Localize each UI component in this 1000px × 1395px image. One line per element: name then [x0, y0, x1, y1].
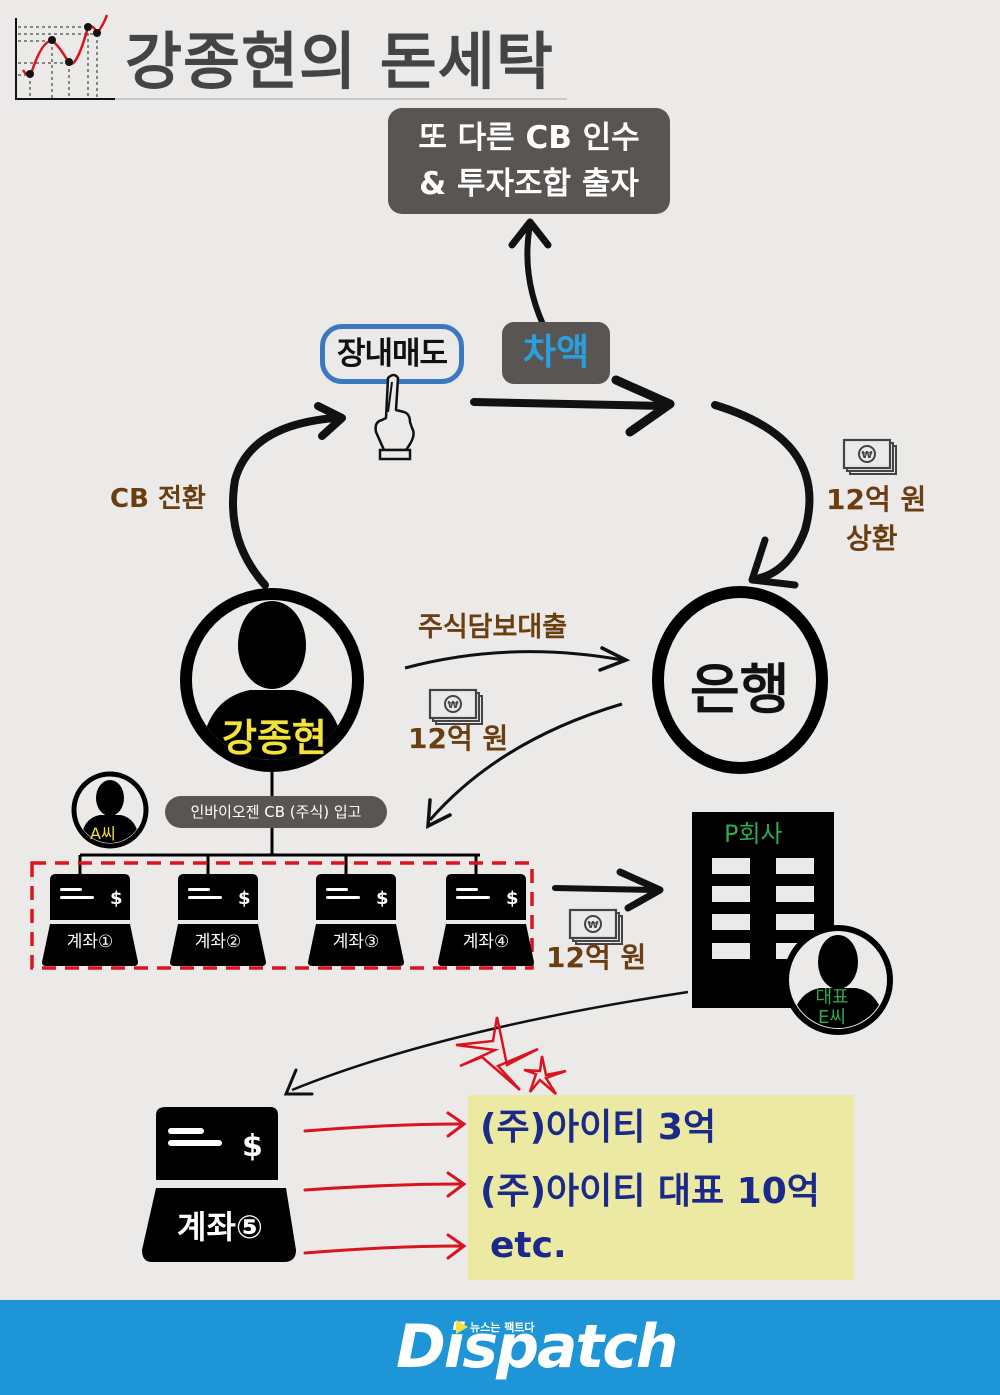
- person-avatar-ceo: [783, 925, 893, 1035]
- logo-triangle-icon: [456, 1320, 468, 1334]
- logo-tagline: 뉴스는 팩트다: [470, 1321, 535, 1334]
- cb-conversion-label: CB 전환: [110, 484, 206, 514]
- arrow-sell-to-right: [470, 375, 675, 437]
- account-label-1: 계좌①: [66, 932, 114, 952]
- page-title: 강종현의 돈세탁: [125, 25, 554, 98]
- arrow-stock-loan: [404, 646, 631, 672]
- recipients-highlight: [468, 1095, 854, 1280]
- loan-amount-label: 12억 원: [408, 722, 509, 755]
- deposit-label: 인바이오젠 CB (주식) 입고: [165, 796, 387, 828]
- ceo-label: 대표 E씨: [812, 988, 852, 1028]
- arrow-cb-conversion: [229, 402, 346, 589]
- title-divider: [115, 98, 567, 100]
- arrow-repay-to-bank: [711, 401, 814, 589]
- person-name-kang: 강종현: [222, 716, 327, 760]
- account-label-4: 계좌④: [462, 932, 510, 952]
- reinvest-line1: 또 다른 CB 인수: [418, 120, 640, 156]
- reinvest-box: 또 다른 CB 인수 & 투자조합 출자: [388, 108, 670, 214]
- recipient-item: (주)아이티 3억: [480, 1107, 717, 1148]
- person-avatar-kang: [180, 588, 364, 772]
- account-label-3: 계좌③: [332, 932, 380, 952]
- account-icon-3: [308, 874, 404, 966]
- transfer-amount-label: 12억 원: [546, 941, 647, 974]
- repay-amount-label: 12억 원: [826, 483, 927, 516]
- pointing-hand-icon: [374, 373, 415, 461]
- recipient-item: etc.: [490, 1225, 567, 1266]
- account-label-2: 계좌②: [194, 932, 242, 952]
- star-icon: [455, 1016, 567, 1095]
- account-icon-1: [42, 874, 138, 966]
- repay-label: 상환: [846, 522, 898, 555]
- accounts-group-outline: [30, 861, 534, 970]
- reinvest-line2: & 투자조합 출자: [419, 166, 639, 202]
- arrow-to-reinvest: [508, 218, 552, 338]
- arrow-loan-proceeds: [426, 702, 623, 829]
- stock-loan-label: 주식담보대출: [418, 612, 568, 643]
- bank-label: 은행: [690, 658, 790, 721]
- account-icon-5: $: [142, 1107, 296, 1262]
- person-name-a: A씨: [90, 824, 116, 843]
- recipient-item: (주)아이티 대표 10억: [480, 1171, 820, 1212]
- account-icon-2: [170, 874, 266, 966]
- person-avatar-a: [71, 771, 149, 849]
- difference-node: 차액: [502, 322, 610, 384]
- arrow-to-account5: [283, 990, 689, 1096]
- svg-text:$: $: [242, 1129, 263, 1164]
- company-label: P회사: [724, 820, 783, 848]
- chart-icon: [15, 14, 115, 100]
- bank-circle: [652, 586, 828, 774]
- money-icon: [842, 438, 898, 476]
- account-icon-4: [438, 874, 534, 966]
- ceo-label-line2: E씨: [818, 1007, 846, 1028]
- arrow-to-company: [552, 868, 664, 912]
- account-label-5: 계좌⑤: [177, 1208, 263, 1246]
- footer-bar: [0, 1300, 1000, 1395]
- ceo-label-line1: 대표: [815, 987, 849, 1008]
- red-arrows: [303, 1111, 467, 1260]
- dispatch-logo[interactable]: Dispatch: [396, 1312, 678, 1382]
